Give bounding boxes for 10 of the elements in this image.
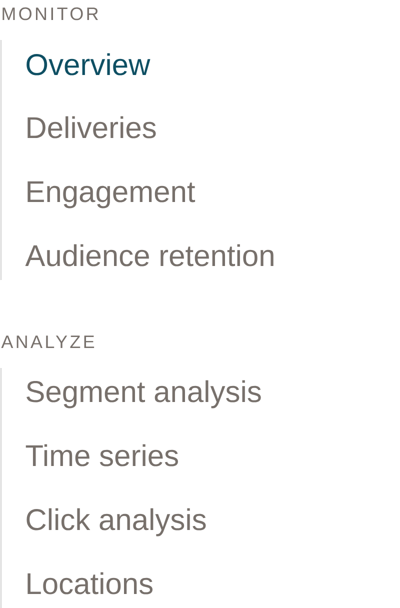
nav-link: Overview (26, 53, 150, 76)
nav-link: Audience retention (25, 244, 274, 266)
section-heading: MONITOR (2, 7, 98, 20)
section-heading: ANALYZE (1, 336, 94, 348)
nav-link: Locations (28, 572, 152, 594)
nav-link: Segment analysis (26, 380, 261, 408)
nav-link: Time series (26, 444, 178, 466)
nav-link: Click analysis (26, 508, 206, 536)
nav-link: Deliveries (28, 116, 156, 138)
nav-link: Engagement (28, 181, 196, 208)
